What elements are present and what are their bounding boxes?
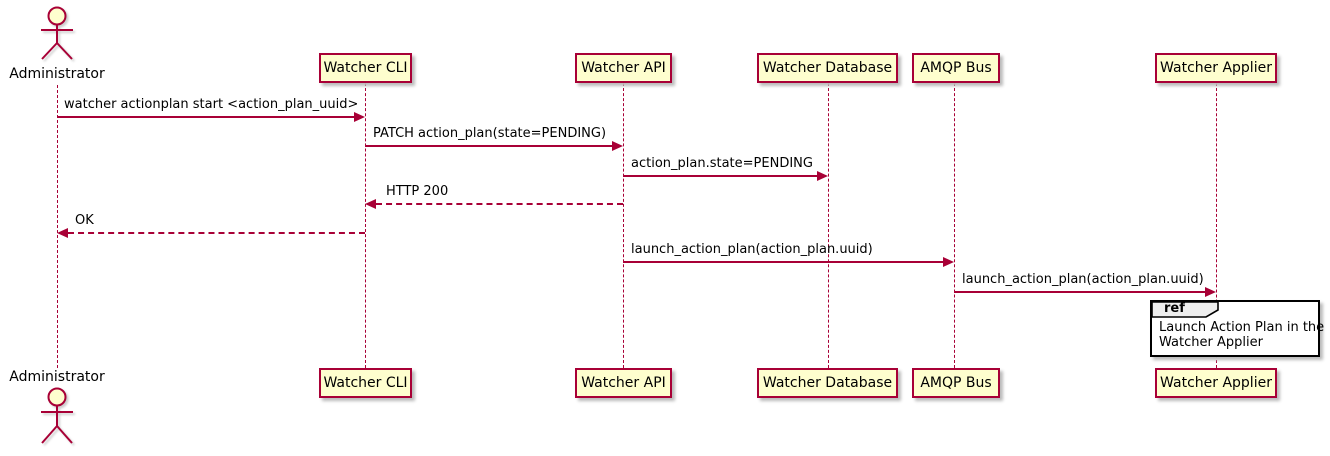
message-label-launch-action-plan-amqp: launch_action_plan(action_plan.uuid) <box>962 272 1204 287</box>
lifeline-watcher-applier <box>1216 83 1217 368</box>
participant-watcher-cli-bottom: Watcher CLI <box>319 368 412 398</box>
lifeline-administrator <box>57 85 58 368</box>
administrator-actor-icon-bottom <box>41 387 73 444</box>
participant-amqp-bus-bottom: AMQP Bus <box>912 368 1000 398</box>
participant-label: Watcher Database <box>762 375 893 391</box>
ref-tab: ref <box>1151 301 1221 319</box>
participant-label: Watcher API <box>581 375 666 391</box>
message-label-http-200: HTTP 200 <box>386 184 449 199</box>
arrowhead-left-icon <box>57 228 68 238</box>
participant-label: Watcher Applier <box>1160 375 1272 391</box>
lifeline-watcher-cli <box>365 83 366 368</box>
participant-watcher-api-top: Watcher API <box>575 53 672 83</box>
ref-text-line1: Launch Action Plan in the <box>1159 320 1325 335</box>
arrowhead-right-icon <box>354 112 365 122</box>
participant-label: Watcher CLI <box>323 375 408 391</box>
lifeline-watcher-database <box>828 83 829 368</box>
participant-label: Watcher CLI <box>323 60 408 76</box>
participant-watcher-database-bottom: Watcher Database <box>757 368 898 398</box>
ref-fragment: ref Launch Action Plan in the Watcher Ap… <box>1150 300 1324 357</box>
message-label-ok: OK <box>75 213 94 228</box>
participant-label: Watcher Applier <box>1160 60 1272 76</box>
lifeline-amqp-bus <box>954 83 955 368</box>
participant-label: AMQP Bus <box>920 375 992 391</box>
arrowhead-left-icon <box>365 199 376 209</box>
message-line <box>57 116 356 118</box>
message-label-patch-action-plan: PATCH action_plan(state=PENDING) <box>373 126 607 141</box>
administrator-label-bottom: Administrator <box>9 369 105 385</box>
message-label-state-pending: action_plan.state=PENDING <box>631 156 813 171</box>
arrowhead-right-icon <box>943 257 954 267</box>
participant-watcher-applier-bottom: Watcher Applier <box>1155 368 1277 398</box>
message-line <box>623 261 945 263</box>
participant-watcher-database-top: Watcher Database <box>757 53 898 83</box>
arrowhead-right-icon <box>817 171 828 181</box>
participant-amqp-bus-top: AMQP Bus <box>912 53 1000 83</box>
participant-label: AMQP Bus <box>920 60 992 76</box>
message-line <box>623 175 819 177</box>
administrator-actor-icon <box>41 6 73 60</box>
message-label-launch-action-plan-api: launch_action_plan(action_plan.uuid) <box>631 242 873 257</box>
message-label-start-actionplan: watcher actionplan start <action_plan_uu… <box>64 97 359 112</box>
arrowhead-right-icon <box>612 141 623 151</box>
message-line <box>954 291 1207 293</box>
participant-label: Watcher Database <box>762 60 893 76</box>
message-line-dashed <box>68 232 365 234</box>
ref-tab-shape <box>1151 301 1219 318</box>
participant-watcher-applier-top: Watcher Applier <box>1155 53 1277 83</box>
arrowhead-right-icon <box>1205 287 1216 297</box>
ref-text-line2: Watcher Applier <box>1159 335 1263 350</box>
message-line <box>365 145 614 147</box>
administrator-label-top: Administrator <box>9 66 105 82</box>
message-line-dashed <box>376 203 623 205</box>
participant-label: Watcher API <box>581 60 666 76</box>
participant-watcher-api-bottom: Watcher API <box>575 368 672 398</box>
lifeline-watcher-api <box>623 83 624 368</box>
participant-watcher-cli-top: Watcher CLI <box>319 53 412 83</box>
ref-keyword: ref <box>1164 301 1185 316</box>
ref-text: Launch Action Plan in the Watcher Applie… <box>1159 320 1324 350</box>
